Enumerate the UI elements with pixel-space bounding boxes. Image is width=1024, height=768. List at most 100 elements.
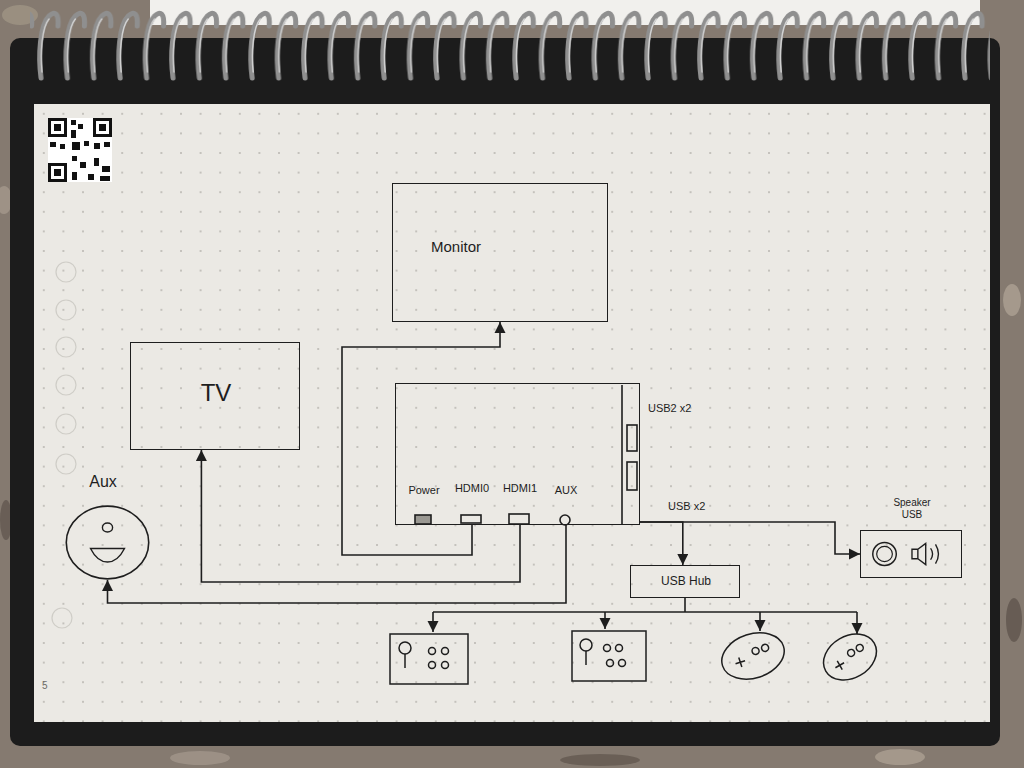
granite-speckle <box>560 754 640 766</box>
granite-speckle <box>1003 284 1021 316</box>
speaker-cone <box>877 546 893 561</box>
hdmi-port <box>509 514 529 524</box>
margin-icon <box>56 262 76 282</box>
dot-grid <box>34 104 990 722</box>
text-holder: 5 <box>42 680 62 692</box>
arcade-stick-body <box>572 631 646 681</box>
gamepad <box>815 625 884 689</box>
qr-module <box>78 124 83 129</box>
qr-finder <box>96 121 109 134</box>
gamepad-dpad <box>734 656 747 669</box>
port-label: HDMI0 <box>455 482 489 495</box>
port-label: Power <box>408 484 439 497</box>
qr-module <box>72 156 77 161</box>
qr-module <box>60 144 65 149</box>
qr-module <box>72 142 80 150</box>
margin-icon <box>56 414 76 434</box>
joystick-shaft <box>404 654 406 668</box>
qr-module <box>104 142 110 147</box>
text-holder: USB Hub <box>636 575 736 589</box>
qr-module <box>71 120 76 125</box>
usb-hub-box: USB Hub <box>630 565 740 598</box>
qr-finder <box>48 163 67 182</box>
arcade-button <box>442 662 449 669</box>
text-holder: AUX <box>546 484 586 497</box>
speaker-body <box>66 506 148 579</box>
speaker-cone <box>873 543 897 566</box>
text-holder: USB2 x2 <box>648 402 718 415</box>
arcade-button <box>429 648 436 655</box>
arcade-stick <box>390 634 468 684</box>
cable-connector <box>640 522 860 554</box>
qr-finder <box>48 118 67 137</box>
page-number: 5 <box>42 680 48 692</box>
gamepad-dpad <box>833 658 847 672</box>
qr-code <box>48 118 112 182</box>
speaker-icons <box>861 531 961 577</box>
usb2-port <box>627 462 637 490</box>
usb2-port <box>627 425 637 451</box>
arcade-button <box>604 645 611 652</box>
device-name: Monitor <box>431 238 481 255</box>
qr-finder <box>54 124 61 131</box>
device-details <box>415 385 637 525</box>
cable-connector <box>640 522 683 565</box>
arcade-button <box>442 648 449 655</box>
hub-wire <box>684 598 686 612</box>
speaker-grille <box>91 549 125 563</box>
qr-module <box>102 166 110 172</box>
text-holder: TV <box>176 379 256 407</box>
cable-connector <box>342 322 500 555</box>
gamepad-body <box>815 625 884 689</box>
margin-icons <box>52 262 76 628</box>
gamepad-button <box>846 648 856 658</box>
arcade-stick-body <box>390 634 468 684</box>
cable-connector <box>201 450 520 582</box>
qr-finder <box>51 121 64 134</box>
monitor-box: Monitor <box>392 183 608 322</box>
margin-icon <box>56 300 76 320</box>
gamepad <box>716 625 790 687</box>
port-label: HDMI1 <box>503 482 537 495</box>
text-holder: HDMI0 <box>452 482 492 495</box>
granite-speckle <box>170 751 230 765</box>
console-box: Power HDMI0 HDMI1 AUX <box>395 383 640 525</box>
joystick-shaft <box>585 651 587 665</box>
aux-speaker: Aux <box>65 505 150 580</box>
port-label: AUX <box>555 484 578 497</box>
text-holder: USB x2 <box>668 500 728 513</box>
qr-finder <box>93 118 112 137</box>
hub-wire <box>856 612 858 634</box>
arcade-button <box>429 662 436 669</box>
notebook-cover <box>10 38 1000 746</box>
device-name: USB Hub <box>661 575 711 589</box>
usb-speaker-box: Speaker USB <box>860 530 962 578</box>
qr-module <box>72 172 77 180</box>
text-holder: Power <box>404 484 444 497</box>
hdmi-port <box>461 515 481 523</box>
cable-connector <box>108 525 567 603</box>
volume-symbol <box>912 543 926 564</box>
gamepad-button <box>761 643 770 652</box>
qr-module <box>84 141 89 146</box>
text-holder: HDMI1 <box>500 482 540 495</box>
joystick-ball <box>399 642 411 654</box>
qr-ground <box>48 118 112 182</box>
text-holder: Monitor <box>431 238 551 255</box>
gamepad-body <box>716 625 790 687</box>
hub-wire <box>433 611 857 613</box>
qr-module <box>71 130 76 138</box>
gamepad-button <box>855 643 865 653</box>
arcade-button <box>619 660 626 667</box>
power-port <box>415 515 431 524</box>
connectors <box>108 322 861 603</box>
speaker-outline <box>65 505 150 580</box>
qr-finder <box>51 166 64 179</box>
qr-module <box>88 174 94 180</box>
device-name: TV <box>201 379 232 407</box>
aux-port <box>560 515 570 525</box>
